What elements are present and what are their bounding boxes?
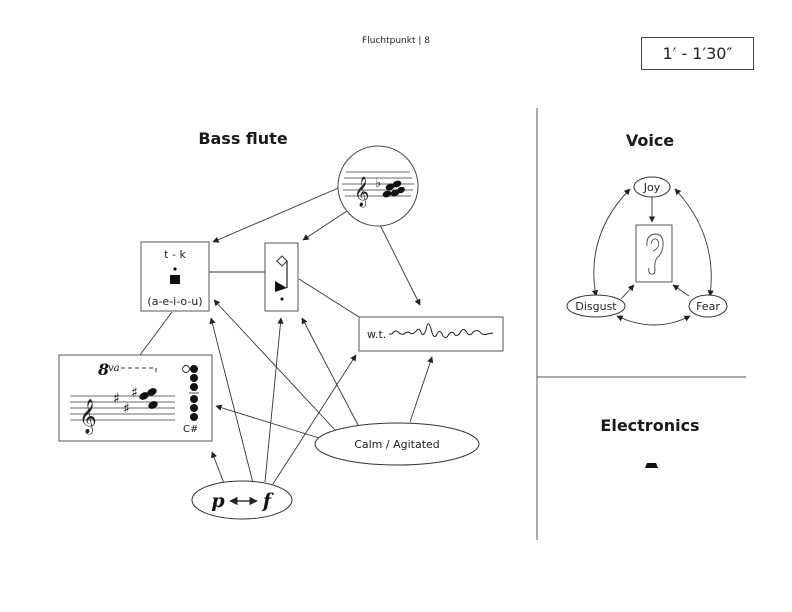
sharp-icon: ♯ <box>131 385 138 401</box>
arrow-calm-to-artic <box>213 299 337 432</box>
bass-flute-title: Bass flute <box>198 129 288 148</box>
calm-agitated-label: Calm / Agitated <box>354 438 440 451</box>
timing-box: 1′ - 1′30″ <box>641 37 754 70</box>
voice-title: Voice <box>626 131 674 150</box>
waveform-icon <box>389 323 494 339</box>
syllables-label: t - k <box>164 248 186 261</box>
calm-arrows <box>213 299 434 444</box>
arrow-circle-to-artic <box>212 185 344 243</box>
arrow-fear-to-ear <box>672 284 690 297</box>
chord-circle: 𝄞 ♭ <box>337 145 419 227</box>
arrow-dyn-to-artic <box>209 317 254 484</box>
wt-label: w.t. <box>367 328 386 341</box>
arrow-dyn-to-multiphonic <box>211 451 226 487</box>
arrow-calm-to-harmonic <box>301 317 359 426</box>
fingering-note-label: C# <box>183 424 198 435</box>
multiphonic-box: 8 va 𝄞 ♯ ♯ ♯ C# <box>58 354 213 442</box>
arrow-joy-disgust <box>591 188 631 297</box>
arrow-circle-to-harmonic <box>302 208 351 241</box>
plain-connectors <box>139 271 360 356</box>
ear-icon <box>646 233 664 275</box>
piano-symbol: p <box>211 490 225 512</box>
dynamics-node: p f <box>191 480 293 520</box>
disgust-label: Disgust <box>575 300 617 313</box>
whistle-tone-box: w.t. <box>358 316 504 352</box>
sharp-icon: ♯ <box>113 391 120 407</box>
voice-joy-node: Joy <box>633 176 671 198</box>
rest-bar-icon <box>645 463 658 468</box>
ear-box <box>635 224 673 283</box>
treble-clef-icon: 𝄞 <box>354 176 369 208</box>
articulation-box: t - k (a-e-i-o-u) <box>140 241 210 312</box>
arrow-dyn-to-harmonic <box>264 317 284 483</box>
connector-harmonic-wt <box>298 278 360 318</box>
arrow-dyn-to-wt <box>272 354 357 485</box>
arrow-circle-to-wt <box>378 222 421 306</box>
voice-disgust-node: Disgust <box>566 294 626 318</box>
fingering-chart-icon <box>182 365 199 421</box>
arrow-disgust-to-ear <box>620 284 635 300</box>
multiphonic-notes-icon <box>139 388 158 409</box>
dynamics-arrows <box>209 317 357 487</box>
ottava-va: va <box>108 363 120 374</box>
harmonic-box <box>264 242 299 312</box>
chord-cluster-icon <box>382 180 405 198</box>
treble-clef-icon: 𝄞 <box>79 399 97 435</box>
calm-agitated-node: Calm / Agitated <box>314 422 480 466</box>
electronics-title: Electronics <box>600 416 699 435</box>
ottava-number: 8 <box>97 360 109 379</box>
fear-label: Fear <box>696 300 720 313</box>
flat-icon: ♭ <box>375 176 381 191</box>
staccato-dot-icon <box>173 267 177 271</box>
sharp-icon: ♯ <box>123 401 130 417</box>
diamond-notehead-icon <box>276 255 288 267</box>
arrow-calm-to-wt <box>409 356 434 423</box>
timing-label: 1′ - 1′30″ <box>662 44 733 63</box>
vowels-label: (a-e-i-o-u) <box>147 295 202 308</box>
arrow-joy-fear <box>674 188 714 297</box>
page-header: Fluchtpunkt | 8 <box>362 36 430 46</box>
square-notehead-icon <box>170 275 180 284</box>
connector-artic-multiphonic <box>139 311 173 356</box>
arrow-disgust-fear <box>616 315 691 326</box>
arrow-calm-to-multiphonic <box>215 404 336 444</box>
voice-arrows <box>591 188 714 326</box>
staccato-dot-icon <box>280 297 284 301</box>
joy-label: Joy <box>643 181 661 194</box>
circle-arrows <box>212 185 421 306</box>
flag-icon <box>275 281 287 292</box>
forte-symbol: f <box>261 490 274 512</box>
voice-fear-node: Fear <box>688 294 728 318</box>
